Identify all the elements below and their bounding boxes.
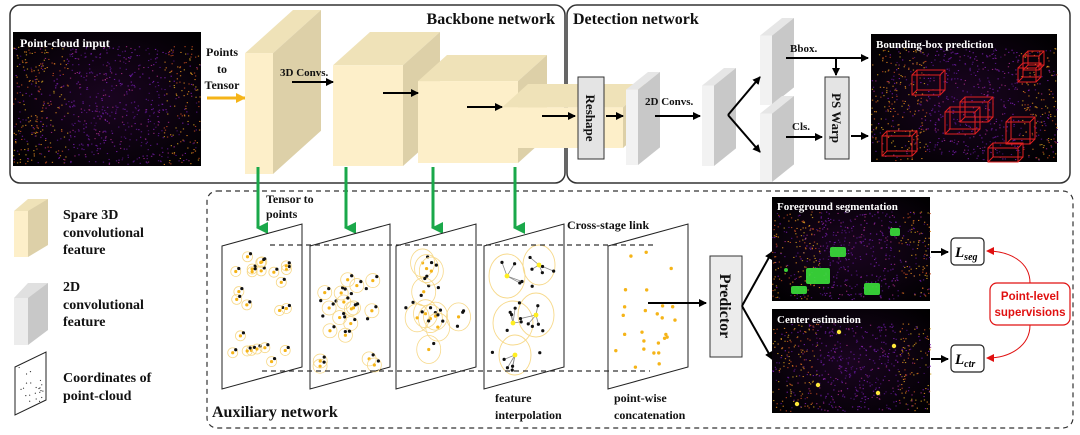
point-coordinate-plane	[309, 223, 391, 390]
point-coordinate-plane	[221, 223, 303, 390]
legend-3d-label-2: convolutional	[63, 226, 144, 241]
point-level-supervisions-label-2: supervisions	[995, 307, 1066, 319]
loss-ctr-label: Lctr	[954, 352, 975, 370]
point-level-supervisions-label-1: Point-level	[1001, 291, 1059, 303]
2d-convs-label: 2D Convs.	[645, 96, 694, 108]
center-estimation-image: Center estimation	[772, 309, 932, 413]
plane-points-stage3	[404, 248, 471, 364]
cls-label: Cls.	[792, 121, 810, 133]
reshape-label: Reshape	[583, 95, 598, 142]
legend-2d-label-1: 2D	[63, 280, 80, 295]
ps-warp-label: PS Warp	[829, 93, 844, 143]
foreground-segmentation-image: Foreground segmentation	[772, 197, 931, 301]
point-coordinate-plane	[483, 223, 565, 390]
tensor-to-points-label-1: Tensor to	[266, 192, 314, 206]
loss-seg-box	[950, 237, 985, 266]
points-to-tensor-label-1: Points	[206, 45, 238, 59]
bounding-box-prediction-label: Bounding-box prediction	[876, 39, 993, 51]
point-cloud-input-image: Point-cloud input	[13, 32, 201, 166]
point-cloud-input-label: Point-cloud input	[20, 36, 110, 50]
reshape-box	[577, 76, 605, 160]
cross-stage-link-label: Cross-stage link	[567, 218, 649, 232]
ps-warp-box	[824, 76, 850, 160]
points-to-tensor-label-3: Tensor	[205, 78, 241, 92]
legend-2d-label-2: convolutional	[63, 298, 144, 313]
loss-seg-label: Lseg	[954, 245, 978, 263]
auxiliary-network-title: Auxiliary network	[212, 404, 338, 421]
center-estimation-label: Center estimation	[777, 314, 861, 326]
bounding-box-prediction-image: Bounding-box prediction	[871, 34, 1059, 163]
2d-feature-block	[626, 72, 660, 165]
tensor-to-points-label-2: points	[266, 207, 298, 221]
backbone-network-title: Backbone network	[427, 11, 556, 28]
plane-points-interpolation	[488, 244, 556, 376]
pointwise-concatenation-label-1: point-wise	[614, 391, 667, 405]
pointwise-concatenation-label-2: concatenation	[614, 408, 686, 422]
legend-3d-label-1: Spare 3D	[63, 208, 118, 223]
loss-ctr-box	[950, 344, 985, 373]
point-plane-icon	[14, 351, 47, 416]
point-level-supervisions-box	[989, 282, 1071, 326]
plane-points-stage1	[227, 251, 292, 367]
points-to-tensor-label-2: to	[217, 62, 227, 76]
legend-coords-label-2: point-cloud	[63, 389, 132, 404]
3d-feature-block	[245, 10, 321, 175]
legend-coords-label-1: Coordinates of	[63, 371, 152, 386]
2d-feature-block	[702, 68, 736, 166]
plane-points-concat	[614, 250, 677, 369]
predictor-to-seg-arrow	[741, 251, 773, 307]
branch-up-arrow	[727, 76, 761, 116]
3d-convs-label: 3D Convs.	[280, 67, 329, 79]
branch-down-arrow	[727, 114, 761, 153]
auxiliary-network-box	[206, 190, 1074, 429]
legend-3d-label-3: feature	[63, 243, 106, 258]
foreground-segmentation-label: Foreground segmentation	[777, 201, 898, 213]
gray-block-icon	[14, 283, 48, 345]
point-coordinate-plane	[607, 223, 689, 390]
legend-2d-label-3: feature	[63, 315, 106, 330]
detection-network-title: Detection network	[573, 11, 699, 28]
2d-feature-block	[760, 96, 794, 182]
supervision-to-seg-arrow	[986, 247, 1031, 284]
2d-feature-block	[760, 18, 794, 105]
feature-interpolation-label-1: feature	[495, 391, 532, 405]
predictor-label: Predictor	[716, 274, 733, 339]
supervision-to-ctr-arrow	[986, 324, 1031, 362]
yellow-block-icon	[14, 199, 48, 257]
plane-points-stage2	[312, 272, 382, 374]
feature-interpolation-label-2: interpolation	[495, 408, 562, 422]
predictor-to-ctr-arrow	[741, 305, 773, 360]
legend: Spare 3D convolutional feature 2D convol…	[14, 199, 152, 416]
predictor-box	[709, 255, 743, 358]
bbox-label: Bbox.	[790, 43, 817, 55]
